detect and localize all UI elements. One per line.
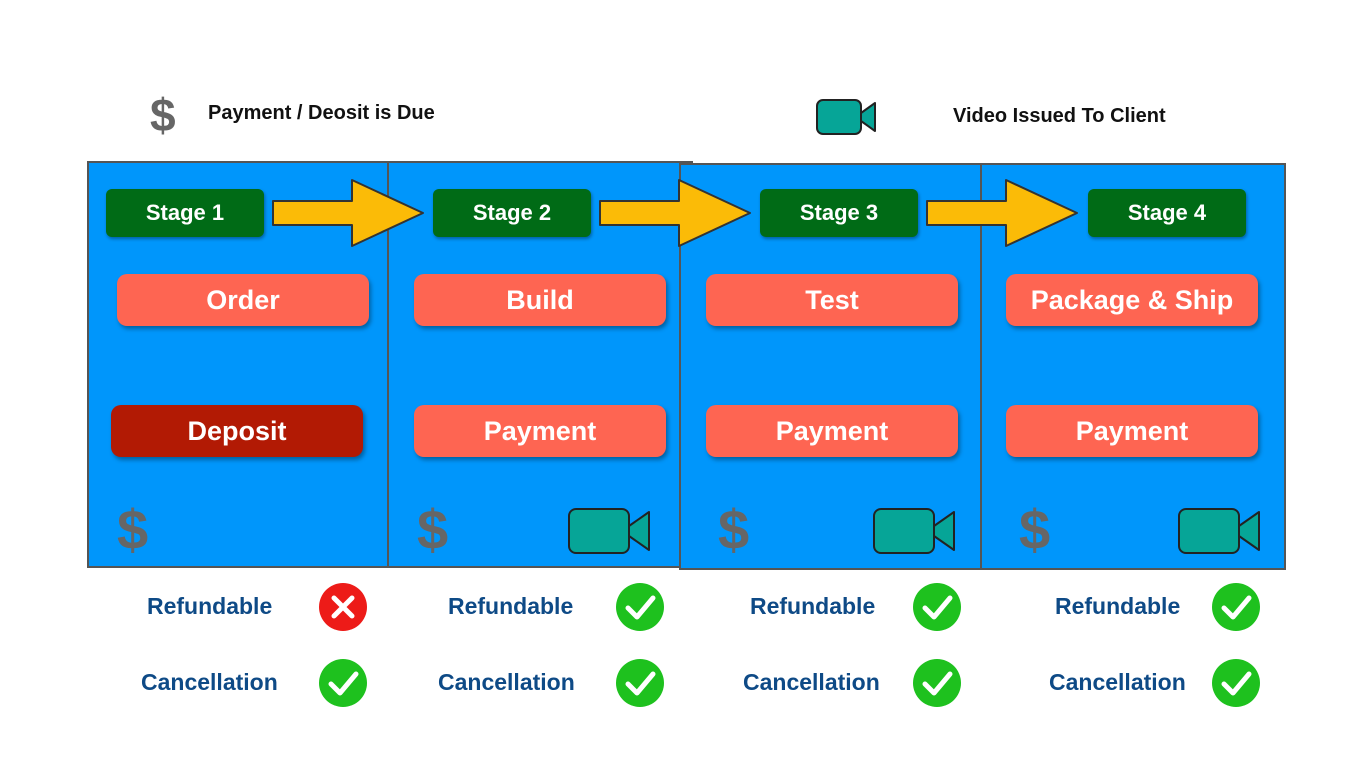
stage-3-cancellation-label: Cancellation — [743, 669, 880, 695]
stage-4-video-camera-icon — [1178, 508, 1260, 554]
stage-1-deposit: Deposit — [111, 405, 363, 457]
stage-1-cancellation-check-icon — [319, 659, 367, 707]
stage-1-badge: Stage 1 — [106, 189, 264, 237]
legend-video-camera-icon — [816, 99, 876, 135]
stage-2-cancellation-check-icon — [616, 659, 664, 707]
stage-2-refundable-label: Refundable — [448, 593, 574, 619]
stage-4-dollar-icon: $ — [1019, 498, 1051, 561]
stage-4-refundable-label: Refundable — [1055, 593, 1181, 619]
stage-2-refundable-check-icon — [616, 583, 664, 631]
stage-4-activity: Package & Ship — [1006, 274, 1258, 326]
stage-3-video-camera-icon — [873, 508, 955, 554]
stage-2-activity: Build — [414, 274, 666, 326]
arrow-stage-2-to-3 — [599, 179, 751, 247]
stage-3-cancellation-check-icon — [913, 659, 961, 707]
stage-3-activity: Test — [706, 274, 958, 326]
arrow-stage-3-to-4 — [926, 179, 1078, 247]
stage-4-cancellation-check-icon — [1212, 659, 1260, 707]
stage-4-cancellation-label: Cancellation — [1049, 669, 1186, 695]
legend-dollar-icon: $ — [150, 89, 176, 141]
arrow-stage-1-to-2 — [272, 179, 424, 247]
stage-1-refundable-label: Refundable — [147, 593, 273, 619]
stage-2-badge: Stage 2 — [433, 189, 591, 237]
legend-video-text: Video Issued To Client — [953, 105, 1166, 127]
stage-1-cancellation-label: Cancellation — [141, 669, 278, 695]
stage-2-video-camera-icon — [568, 508, 650, 554]
stage-4-badge: Stage 4 — [1088, 189, 1246, 237]
stage-2-dollar-icon: $ — [417, 498, 449, 561]
stage-2-cancellation-label: Cancellation — [438, 669, 575, 695]
stage-2-payment: Payment — [414, 405, 666, 457]
stage-4-payment: Payment — [1006, 405, 1258, 457]
stage-4-refundable-check-icon — [1212, 583, 1260, 631]
stage-3-refundable-check-icon — [913, 583, 961, 631]
stage-3-payment: Payment — [706, 405, 958, 457]
stage-3-dollar-icon: $ — [718, 498, 750, 561]
stage-1-dollar-icon: $ — [117, 498, 149, 561]
stage-3-badge: Stage 3 — [760, 189, 918, 237]
stage-3-refundable-label: Refundable — [750, 593, 876, 619]
legend-payment-text: Payment / Deosit is Due — [208, 102, 435, 124]
stage-1-refundable-cross-icon — [319, 583, 367, 631]
stage-1-activity: Order — [117, 274, 369, 326]
